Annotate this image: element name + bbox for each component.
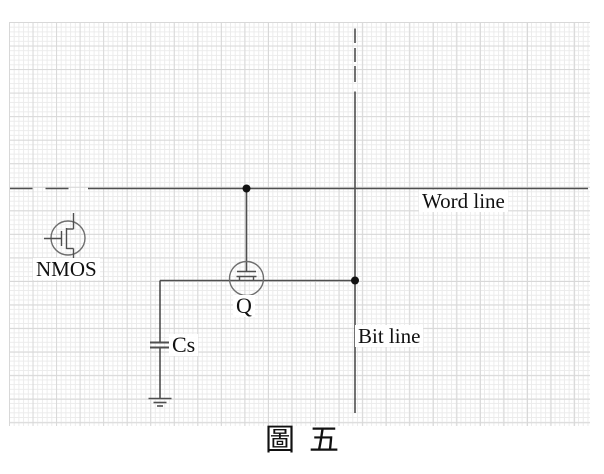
- ground-symbol: [148, 397, 172, 407]
- nmos-label: NMOS: [33, 258, 100, 280]
- word-line-junction-dot: [242, 184, 251, 193]
- storage-capacitor-symbol: [150, 280, 169, 398]
- bit-line-junction-dot: [351, 276, 359, 285]
- capacitor-cs-label: Cs: [169, 334, 199, 356]
- transistor-q-label: Q: [233, 295, 255, 317]
- graph-paper-grid: [9, 22, 590, 426]
- bit-line-label: Bit line: [355, 325, 424, 347]
- word-line-label: Word line: [419, 190, 508, 212]
- figure-caption: 圖五: [265, 424, 353, 457]
- nmos-symbol: [44, 213, 86, 263]
